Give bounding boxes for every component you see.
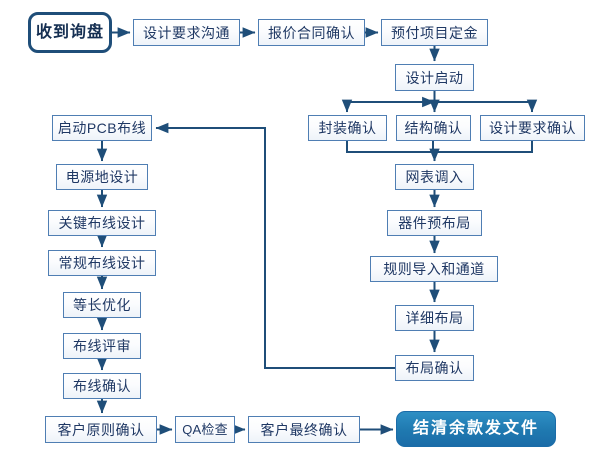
node-footprint-confirm[interactable]: 封装确认: [308, 115, 387, 141]
node-netlist-import[interactable]: 网表调入: [395, 164, 474, 190]
node-design-kickoff[interactable]: 设计启动: [395, 64, 474, 91]
node-start-inquiry[interactable]: 收到询盘: [28, 12, 112, 53]
node-settle-balance-deliver[interactable]: 结清余款发文件: [396, 411, 556, 447]
node-detailed-placement[interactable]: 详细布局: [395, 305, 474, 331]
edge-split-right-branch: [434, 99, 538, 113]
node-critical-routing-design[interactable]: 关键布线设计: [48, 210, 156, 236]
node-rules-import-channel[interactable]: 规则导入和通道: [370, 256, 498, 282]
edge-designreq-down: [434, 141, 533, 153]
node-customer-principle-confirm[interactable]: 客户原则确认: [45, 416, 157, 443]
node-design-requirement-comm[interactable]: 设计要求沟通: [133, 19, 240, 46]
node-length-matching[interactable]: 等长优化: [63, 292, 141, 318]
node-structure-confirm[interactable]: 结构确认: [396, 115, 471, 141]
node-power-ground-design[interactable]: 电源地设计: [56, 164, 148, 190]
edge-package-down: [346, 141, 435, 153]
edge-split-to-package: [422, 96, 435, 108]
node-general-routing-design[interactable]: 常规布线设计: [48, 250, 156, 276]
node-start-pcb-routing[interactable]: 启动PCB布线: [52, 115, 152, 141]
edge-feedback-loop: [155, 122, 395, 369]
node-design-req-confirm[interactable]: 设计要求确认: [480, 115, 585, 141]
node-component-preplacement[interactable]: 器件预布局: [387, 210, 482, 236]
node-quote-contract-confirm[interactable]: 报价合同确认: [258, 19, 365, 46]
node-prepay-deposit[interactable]: 预付项目定金: [381, 19, 488, 46]
node-qa-check[interactable]: QA检查: [175, 416, 235, 443]
node-routing-review[interactable]: 布线评审: [63, 333, 141, 359]
node-routing-confirm[interactable]: 布线确认: [63, 373, 141, 399]
node-placement-confirm[interactable]: 布局确认: [395, 355, 474, 381]
node-customer-final-confirm[interactable]: 客户最终确认: [248, 416, 360, 443]
edge-split-left-branch: [341, 99, 435, 113]
